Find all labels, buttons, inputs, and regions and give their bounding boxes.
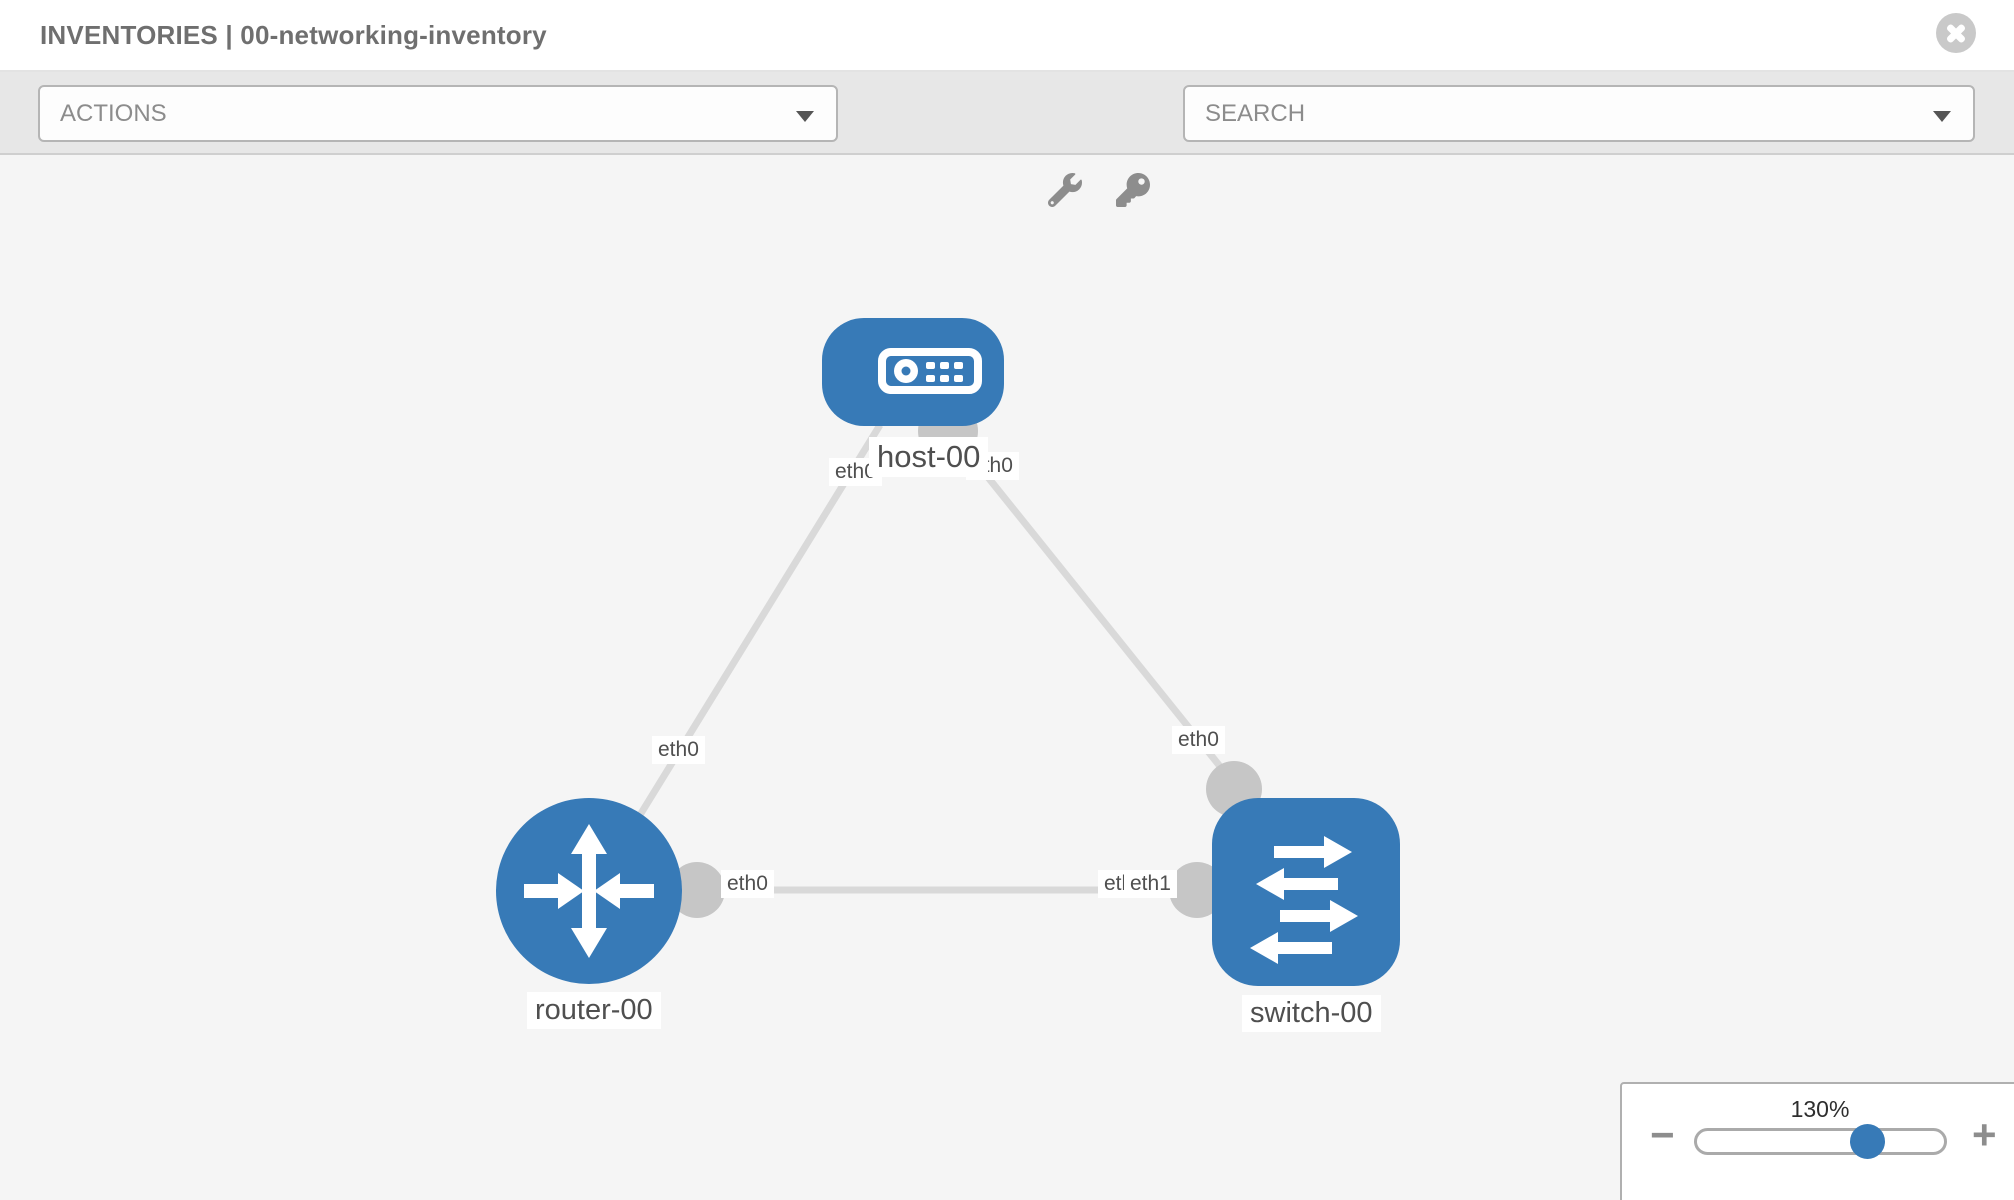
chevron-down-icon: [1933, 111, 1951, 122]
wrench-icon[interactable]: [1047, 172, 1082, 208]
node-host-00[interactable]: [822, 318, 1004, 426]
actions-dropdown[interactable]: ACTIONS: [38, 85, 838, 142]
key-icon[interactable]: [1116, 173, 1150, 207]
search-dropdown[interactable]: SEARCH: [1183, 85, 1975, 142]
node-switch-00[interactable]: [1212, 798, 1400, 986]
node-router-00[interactable]: [496, 798, 682, 984]
iface-label-switch-to-host: eth0: [1172, 726, 1225, 754]
zoom-out-button[interactable]: −: [1650, 1111, 1675, 1158]
router-icon: [524, 824, 654, 958]
connector-router-right[interactable]: [669, 862, 725, 918]
host-icon: [878, 348, 982, 394]
page-title: INVENTORIES | 00-networking-inventory: [40, 20, 547, 50]
node-label-host: host-00: [869, 437, 989, 477]
close-icon[interactable]: [1936, 13, 1976, 53]
link-host-router[interactable]: [597, 423, 883, 882]
actions-dropdown-label: ACTIONS: [60, 100, 167, 127]
node-label-router: router-00: [527, 992, 661, 1029]
topology-canvas[interactable]: [0, 155, 2014, 1200]
zoom-slider[interactable]: [1694, 1124, 1947, 1159]
toolbar: ACTIONS SEARCH: [0, 72, 2014, 208]
iface-label-switch-to-router: eth1: [1124, 870, 1177, 898]
chevron-down-icon: [796, 111, 814, 122]
zoom-slider-thumb[interactable]: [1850, 1124, 1885, 1159]
connector-switch-left[interactable]: [1169, 862, 1225, 918]
header-bar: INVENTORIES | 00-networking-inventory: [0, 0, 2014, 72]
zoom-in-button[interactable]: +: [1972, 1111, 1997, 1158]
iface-label-router-to-host: eth0: [652, 736, 705, 764]
node-label-switch: switch-00: [1242, 995, 1381, 1032]
iface-label-router-to-switch: eth0: [721, 870, 774, 898]
zoom-level-value: 130%: [1790, 1096, 1850, 1122]
zoom-panel: 130% − +: [1620, 1082, 2014, 1200]
switch-icon: [1250, 836, 1358, 964]
search-dropdown-label: SEARCH: [1205, 100, 1306, 127]
